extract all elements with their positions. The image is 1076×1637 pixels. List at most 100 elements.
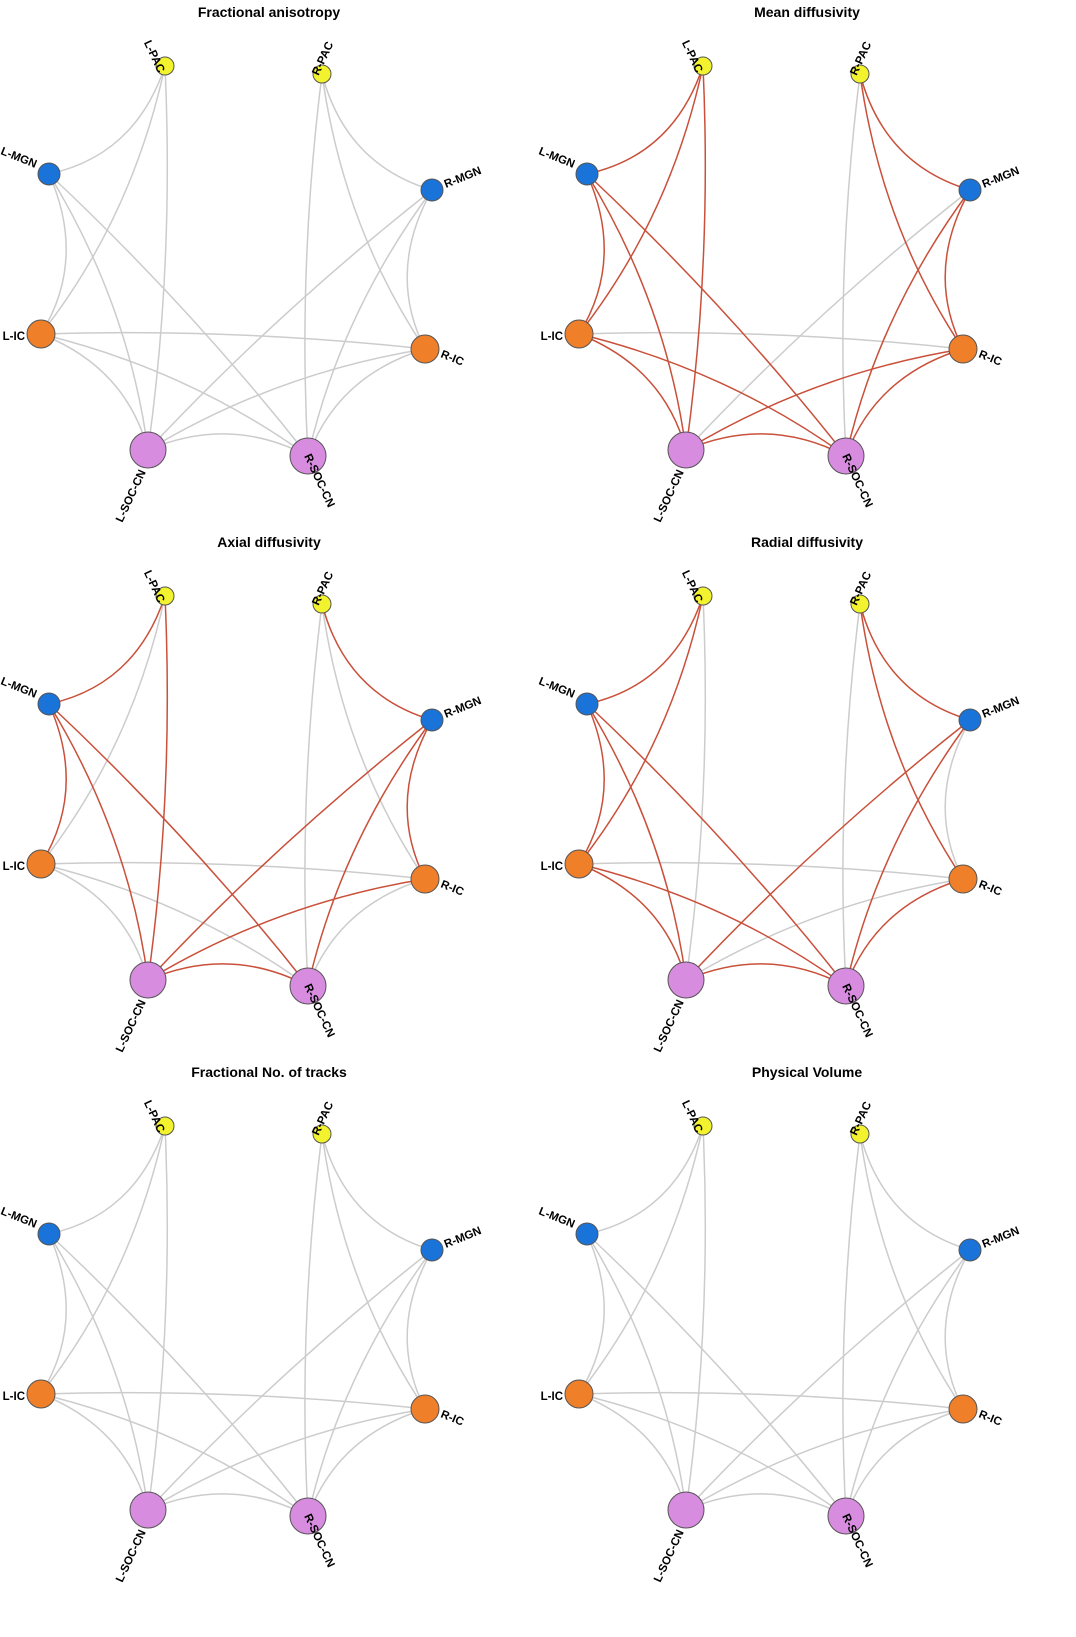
edge-l-mgn-to-l-ic — [578, 703, 605, 865]
edge-r-pac-to-r-mgn — [321, 603, 433, 721]
node-r-soc-cn — [827, 437, 865, 475]
node-l-soc-cn — [667, 961, 705, 999]
edge-l-mgn-to-l-ic — [40, 173, 67, 335]
edge-r-mgn-to-r-soc-cn — [307, 1249, 433, 1517]
edge-l-ic-to-r-ic — [40, 861, 426, 880]
edge-r-pac-to-r-ic — [321, 1133, 426, 1410]
edge-l-soc-cn-to-r-soc-cn — [147, 963, 309, 987]
edge-l-soc-cn-to-r-soc-cn — [685, 433, 847, 457]
edge-l-pac-to-l-soc-cn — [685, 1125, 707, 1511]
edge-l-mgn-to-r-soc-cn — [586, 1233, 847, 1517]
panel-title: Radial diffusivity — [750, 534, 864, 550]
node-label-r-ic: R-IC — [439, 1409, 465, 1429]
panel-title: Physical Volume — [751, 1064, 863, 1080]
node-label-l-ic: L-IC — [3, 861, 25, 873]
node-l-ic — [564, 1379, 594, 1409]
edge-r-ic-to-r-soc-cn — [307, 348, 426, 457]
edge-l-soc-cn-to-r-soc-cn — [685, 963, 847, 987]
node-l-pac — [155, 1116, 175, 1136]
edge-l-pac-to-l-soc-cn — [685, 595, 707, 981]
node-l-ic — [564, 849, 594, 879]
edge-l-pac-to-l-ic — [40, 595, 166, 865]
edge-l-mgn-to-l-soc-cn — [48, 1233, 149, 1511]
edge-l-pac-to-l-soc-cn — [685, 65, 707, 451]
edge-r-pac-to-r-ic — [859, 1133, 964, 1410]
edge-r-pac-to-r-soc-cn — [842, 73, 861, 457]
edge-l-pac-to-l-mgn — [48, 595, 166, 705]
node-label-l-pac: L-PAC — [141, 1099, 166, 1135]
edge-r-ic-to-l-soc-cn — [147, 878, 426, 981]
node-r-ic — [410, 864, 440, 894]
node-r-pac — [312, 1124, 332, 1144]
node-r-ic — [410, 334, 440, 364]
edge-l-ic-to-l-soc-cn — [40, 863, 149, 981]
node-label-r-pac: R-PAC — [310, 40, 336, 77]
edge-l-pac-to-l-mgn — [586, 595, 704, 705]
node-label-l-pac: L-PAC — [679, 1099, 704, 1135]
edge-r-mgn-to-r-soc-cn — [845, 719, 971, 987]
node-l-ic — [26, 849, 56, 879]
node-r-ic — [948, 864, 978, 894]
edge-r-pac-to-r-soc-cn — [842, 1133, 861, 1517]
edge-l-mgn-to-r-soc-cn — [586, 173, 847, 457]
edge-l-pac-to-l-soc-cn — [147, 65, 169, 451]
edge-r-mgn-to-r-ic — [944, 1249, 971, 1410]
edge-l-ic-to-r-ic — [40, 1391, 426, 1410]
edge-r-ic-to-l-soc-cn — [685, 348, 964, 451]
edge-l-mgn-to-r-soc-cn — [586, 703, 847, 987]
edge-r-mgn-to-r-ic — [406, 1249, 433, 1410]
node-label-l-mgn: L-MGN — [537, 676, 576, 701]
edge-r-ic-to-r-soc-cn — [845, 1408, 964, 1517]
edge-l-mgn-to-r-soc-cn — [48, 173, 309, 457]
edge-l-mgn-to-l-ic — [40, 1233, 67, 1395]
node-l-pac — [693, 586, 713, 606]
node-label-r-ic: R-IC — [977, 879, 1003, 899]
edge-r-pac-to-r-soc-cn — [842, 603, 861, 987]
edge-r-ic-to-l-soc-cn — [147, 1408, 426, 1511]
node-l-soc-cn — [667, 431, 705, 469]
node-r-mgn — [420, 708, 444, 732]
edge-r-mgn-to-l-soc-cn — [685, 1249, 971, 1511]
node-label-l-soc-cn: L-SOC-CN — [114, 1528, 149, 1584]
edge-l-pac-to-l-mgn — [48, 65, 166, 175]
node-l-pac — [155, 586, 175, 606]
node-label-r-ic: R-IC — [977, 349, 1003, 369]
node-label-l-ic: L-IC — [541, 331, 563, 343]
node-label-r-pac: R-PAC — [310, 1100, 336, 1137]
edge-l-ic-to-l-soc-cn — [40, 1393, 149, 1511]
node-r-pac — [850, 1124, 870, 1144]
node-label-l-mgn: L-MGN — [0, 676, 38, 701]
edge-l-pac-to-l-ic — [40, 65, 166, 335]
edge-r-mgn-to-l-soc-cn — [147, 719, 433, 981]
edge-l-ic-to-l-soc-cn — [40, 333, 149, 451]
node-label-r-mgn: R-MGN — [981, 165, 1022, 191]
edge-r-ic-to-l-soc-cn — [685, 1408, 964, 1511]
node-label-l-ic: L-IC — [3, 1391, 25, 1403]
edge-l-ic-to-r-soc-cn — [40, 1393, 309, 1517]
node-label-l-ic: L-IC — [3, 331, 25, 343]
node-r-pac — [312, 594, 332, 614]
node-l-ic — [26, 319, 56, 349]
node-l-pac — [155, 56, 175, 76]
edge-l-ic-to-r-ic — [578, 861, 964, 880]
edge-l-mgn-to-l-ic — [40, 703, 67, 865]
node-label-l-soc-cn: L-SOC-CN — [652, 998, 687, 1054]
node-l-soc-cn — [129, 961, 167, 999]
panel-title: Axial diffusivity — [217, 534, 321, 550]
edge-l-pac-to-l-mgn — [48, 1125, 166, 1235]
edge-l-soc-cn-to-r-soc-cn — [147, 433, 309, 457]
edge-r-pac-to-r-ic — [859, 603, 964, 880]
edge-l-ic-to-r-soc-cn — [578, 1393, 847, 1517]
panel-title: Fractional No. of tracks — [191, 1064, 347, 1080]
node-r-soc-cn — [289, 967, 327, 1005]
node-r-soc-cn — [289, 437, 327, 475]
node-label-l-mgn: L-MGN — [0, 146, 38, 171]
edge-l-pac-to-l-soc-cn — [147, 1125, 169, 1511]
node-l-mgn — [37, 692, 61, 716]
node-r-ic — [410, 1394, 440, 1424]
edge-r-mgn-to-l-soc-cn — [147, 189, 433, 451]
edge-r-mgn-to-r-soc-cn — [845, 189, 971, 457]
